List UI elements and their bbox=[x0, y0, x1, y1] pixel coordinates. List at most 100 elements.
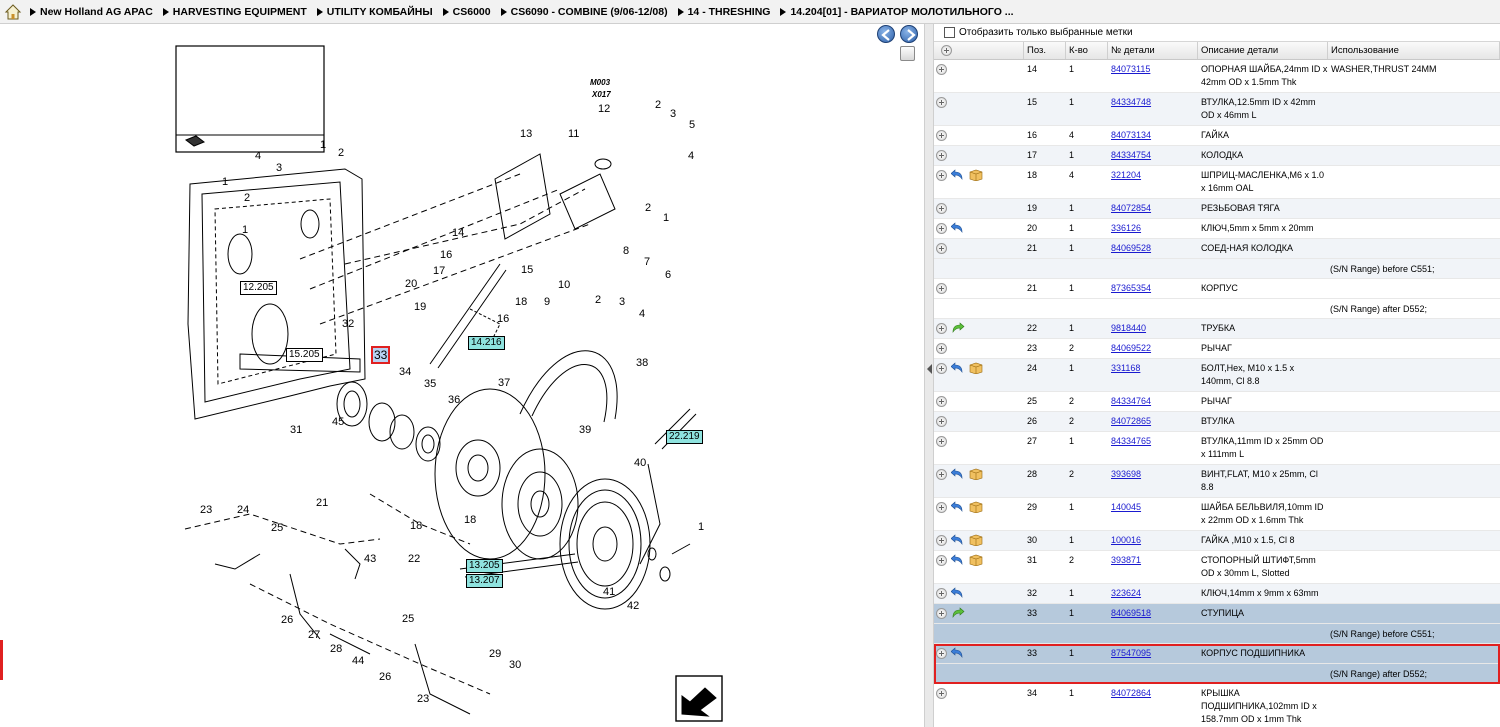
kit-box-icon[interactable] bbox=[969, 362, 983, 375]
part-number-link[interactable]: 323624 bbox=[1111, 588, 1142, 598]
part-number-link[interactable]: 84073134 bbox=[1111, 130, 1152, 140]
callout-number[interactable]: 32 bbox=[342, 318, 355, 330]
reference-link-r15205[interactable]: 15.205 bbox=[286, 348, 323, 362]
breadcrumb-item[interactable]: UTILITY КОМБАЙНЫ bbox=[316, 6, 433, 18]
cell-part-number[interactable]: 84072854 bbox=[1108, 199, 1198, 218]
add-to-cart-icon[interactable] bbox=[936, 588, 947, 599]
part-number-link[interactable]: 84072864 bbox=[1111, 688, 1152, 698]
add-to-cart-icon[interactable] bbox=[936, 150, 947, 161]
cell-part-number[interactable]: 84334764 bbox=[1108, 392, 1198, 411]
add-to-cart-icon[interactable] bbox=[936, 283, 947, 294]
callout-number[interactable]: 4 bbox=[255, 150, 262, 162]
add-to-cart-icon[interactable] bbox=[936, 130, 947, 141]
replaced-by-icon[interactable] bbox=[950, 554, 965, 566]
breadcrumb-item[interactable]: CS6000 bbox=[442, 6, 491, 18]
callout-number[interactable]: 19 bbox=[414, 301, 427, 313]
callout-number[interactable]: 25 bbox=[271, 522, 284, 534]
part-number-link[interactable]: 87547095 bbox=[1111, 648, 1152, 658]
cell-part-number[interactable]: 84073134 bbox=[1108, 126, 1198, 145]
replaced-by-icon[interactable] bbox=[950, 587, 965, 599]
replaced-by-icon[interactable] bbox=[950, 222, 965, 234]
part-number-link[interactable]: 84334764 bbox=[1111, 396, 1152, 406]
part-number-link[interactable]: 84069518 bbox=[1111, 608, 1152, 618]
reference-link-r13205[interactable]: 13.205 bbox=[466, 559, 503, 573]
part-number-link[interactable]: 84334765 bbox=[1111, 436, 1152, 446]
cell-part-number[interactable]: 84334765 bbox=[1108, 432, 1198, 464]
callout-number[interactable]: 21 bbox=[316, 497, 329, 509]
cell-part-number[interactable]: 84069528 bbox=[1108, 239, 1198, 258]
replaces-icon[interactable] bbox=[951, 322, 965, 334]
add-to-cart-icon[interactable] bbox=[936, 469, 947, 480]
cell-part-number[interactable]: 140045 bbox=[1108, 498, 1198, 530]
cell-part-number[interactable]: 100016 bbox=[1108, 531, 1198, 550]
reference-link-r14216[interactable]: 14.216 bbox=[468, 336, 505, 350]
replaced-by-icon[interactable] bbox=[950, 501, 965, 513]
callout-number[interactable]: 1 bbox=[222, 176, 229, 188]
callout-number[interactable]: 11 bbox=[568, 128, 580, 140]
cell-part-number[interactable]: 321204 bbox=[1108, 166, 1198, 198]
replaced-by-icon[interactable] bbox=[950, 362, 965, 374]
callout-number[interactable]: 37 bbox=[498, 377, 511, 389]
part-number-link[interactable]: 100016 bbox=[1111, 535, 1142, 545]
header-usage[interactable]: Использование bbox=[1328, 42, 1500, 59]
cell-part-number[interactable]: 84072865 bbox=[1108, 412, 1198, 431]
cell-part-number[interactable]: 84069522 bbox=[1108, 339, 1198, 358]
kit-box-icon[interactable] bbox=[969, 501, 983, 514]
part-number-link[interactable]: 140045 bbox=[1111, 502, 1142, 512]
callout-number[interactable]: 2 bbox=[595, 294, 602, 306]
part-number-link[interactable]: 84072865 bbox=[1111, 416, 1152, 426]
kit-box-icon[interactable] bbox=[969, 468, 983, 481]
cell-part-number[interactable]: 87547095 bbox=[1108, 644, 1198, 663]
callout-number[interactable]: 45 bbox=[332, 416, 345, 428]
header-qty[interactable]: К-во bbox=[1066, 42, 1108, 59]
add-to-cart-icon[interactable] bbox=[936, 203, 947, 214]
callout-number[interactable]: 22 bbox=[408, 553, 421, 565]
add-to-cart-icon[interactable] bbox=[936, 64, 947, 75]
breadcrumb-item[interactable]: 14 - THRESHING bbox=[677, 6, 770, 18]
breadcrumb-item[interactable]: CS6090 - COMBINE (9/06-12/08) bbox=[500, 6, 668, 18]
add-to-cart-icon[interactable] bbox=[936, 648, 947, 659]
callout-number[interactable]: 6 bbox=[665, 269, 672, 281]
callout-number[interactable]: 25 bbox=[402, 613, 415, 625]
callout-number[interactable]: 29 bbox=[489, 648, 502, 660]
callout-number[interactable]: 17 bbox=[433, 265, 446, 277]
part-number-link[interactable]: 84072854 bbox=[1111, 203, 1152, 213]
part-number-link[interactable]: 84069522 bbox=[1111, 343, 1152, 353]
callout-number[interactable]: 35 bbox=[424, 378, 437, 390]
breadcrumb-item[interactable]: New Holland AG APAC bbox=[30, 6, 153, 18]
callout-number[interactable]: 12 bbox=[598, 103, 611, 115]
cell-part-number[interactable]: 331168 bbox=[1108, 359, 1198, 391]
prev-page-button[interactable] bbox=[877, 25, 895, 43]
add-to-cart-icon[interactable] bbox=[936, 223, 947, 234]
callout-number[interactable]: 38 bbox=[636, 357, 649, 369]
add-to-cart-icon[interactable] bbox=[936, 436, 947, 447]
callout-number[interactable]: 24 bbox=[237, 504, 250, 516]
callout-number[interactable]: 9 bbox=[544, 296, 551, 308]
replaced-by-icon[interactable] bbox=[950, 534, 965, 546]
home-icon[interactable] bbox=[4, 3, 22, 21]
callout-number[interactable]: 16 bbox=[497, 313, 510, 325]
header-part-number[interactable]: № детали bbox=[1108, 42, 1198, 59]
callout-number[interactable]: 30 bbox=[509, 659, 522, 671]
part-number-link[interactable]: 393871 bbox=[1111, 555, 1142, 565]
callout-number[interactable]: 2 bbox=[655, 99, 662, 111]
cell-part-number[interactable]: 9818440 bbox=[1108, 319, 1198, 338]
callout-number[interactable]: 27 bbox=[308, 629, 321, 641]
callout-number[interactable]: 3 bbox=[670, 108, 677, 120]
cell-part-number[interactable]: 84334754 bbox=[1108, 146, 1198, 165]
cell-part-number[interactable]: 323624 bbox=[1108, 584, 1198, 603]
callout-number[interactable]: 1 bbox=[242, 224, 249, 236]
